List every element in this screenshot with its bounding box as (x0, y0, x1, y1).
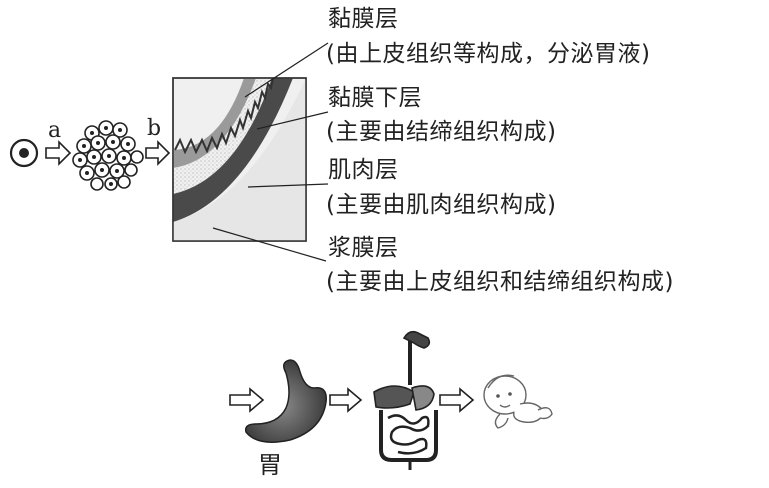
arrow-icon (329, 387, 363, 413)
arrow-icon (45, 140, 72, 166)
serosa-name: 浆膜层 (328, 235, 399, 261)
submucosa-desc: (主要由结缔组织构成) (326, 119, 557, 145)
stomach-wall-icon (172, 77, 307, 242)
digestive-system-icon (373, 330, 438, 470)
submucosa-name: 黏膜下层 (328, 85, 422, 111)
muscularis-desc: (主要由肌肉组织构成) (326, 192, 557, 218)
arrow-icon (229, 387, 265, 413)
muscularis-name: 肌肉层 (328, 157, 399, 183)
arrow-icon (145, 140, 171, 166)
cell-cluster-icon (72, 120, 144, 191)
step-label-a: a (48, 118, 62, 143)
stomach-icon (244, 359, 327, 443)
arrow-icon (439, 387, 475, 413)
organ-label: 胃 (258, 451, 283, 479)
step-label-b: b (147, 116, 162, 141)
mucosa-desc: (由上皮组织等构成，分泌胃液) (326, 41, 651, 67)
cell-icon (9, 138, 39, 168)
baby-icon (483, 374, 553, 429)
serosa-desc: (主要由上皮组织和结缔组织构成) (326, 269, 674, 295)
mucosa-name: 黏膜层 (328, 6, 399, 32)
